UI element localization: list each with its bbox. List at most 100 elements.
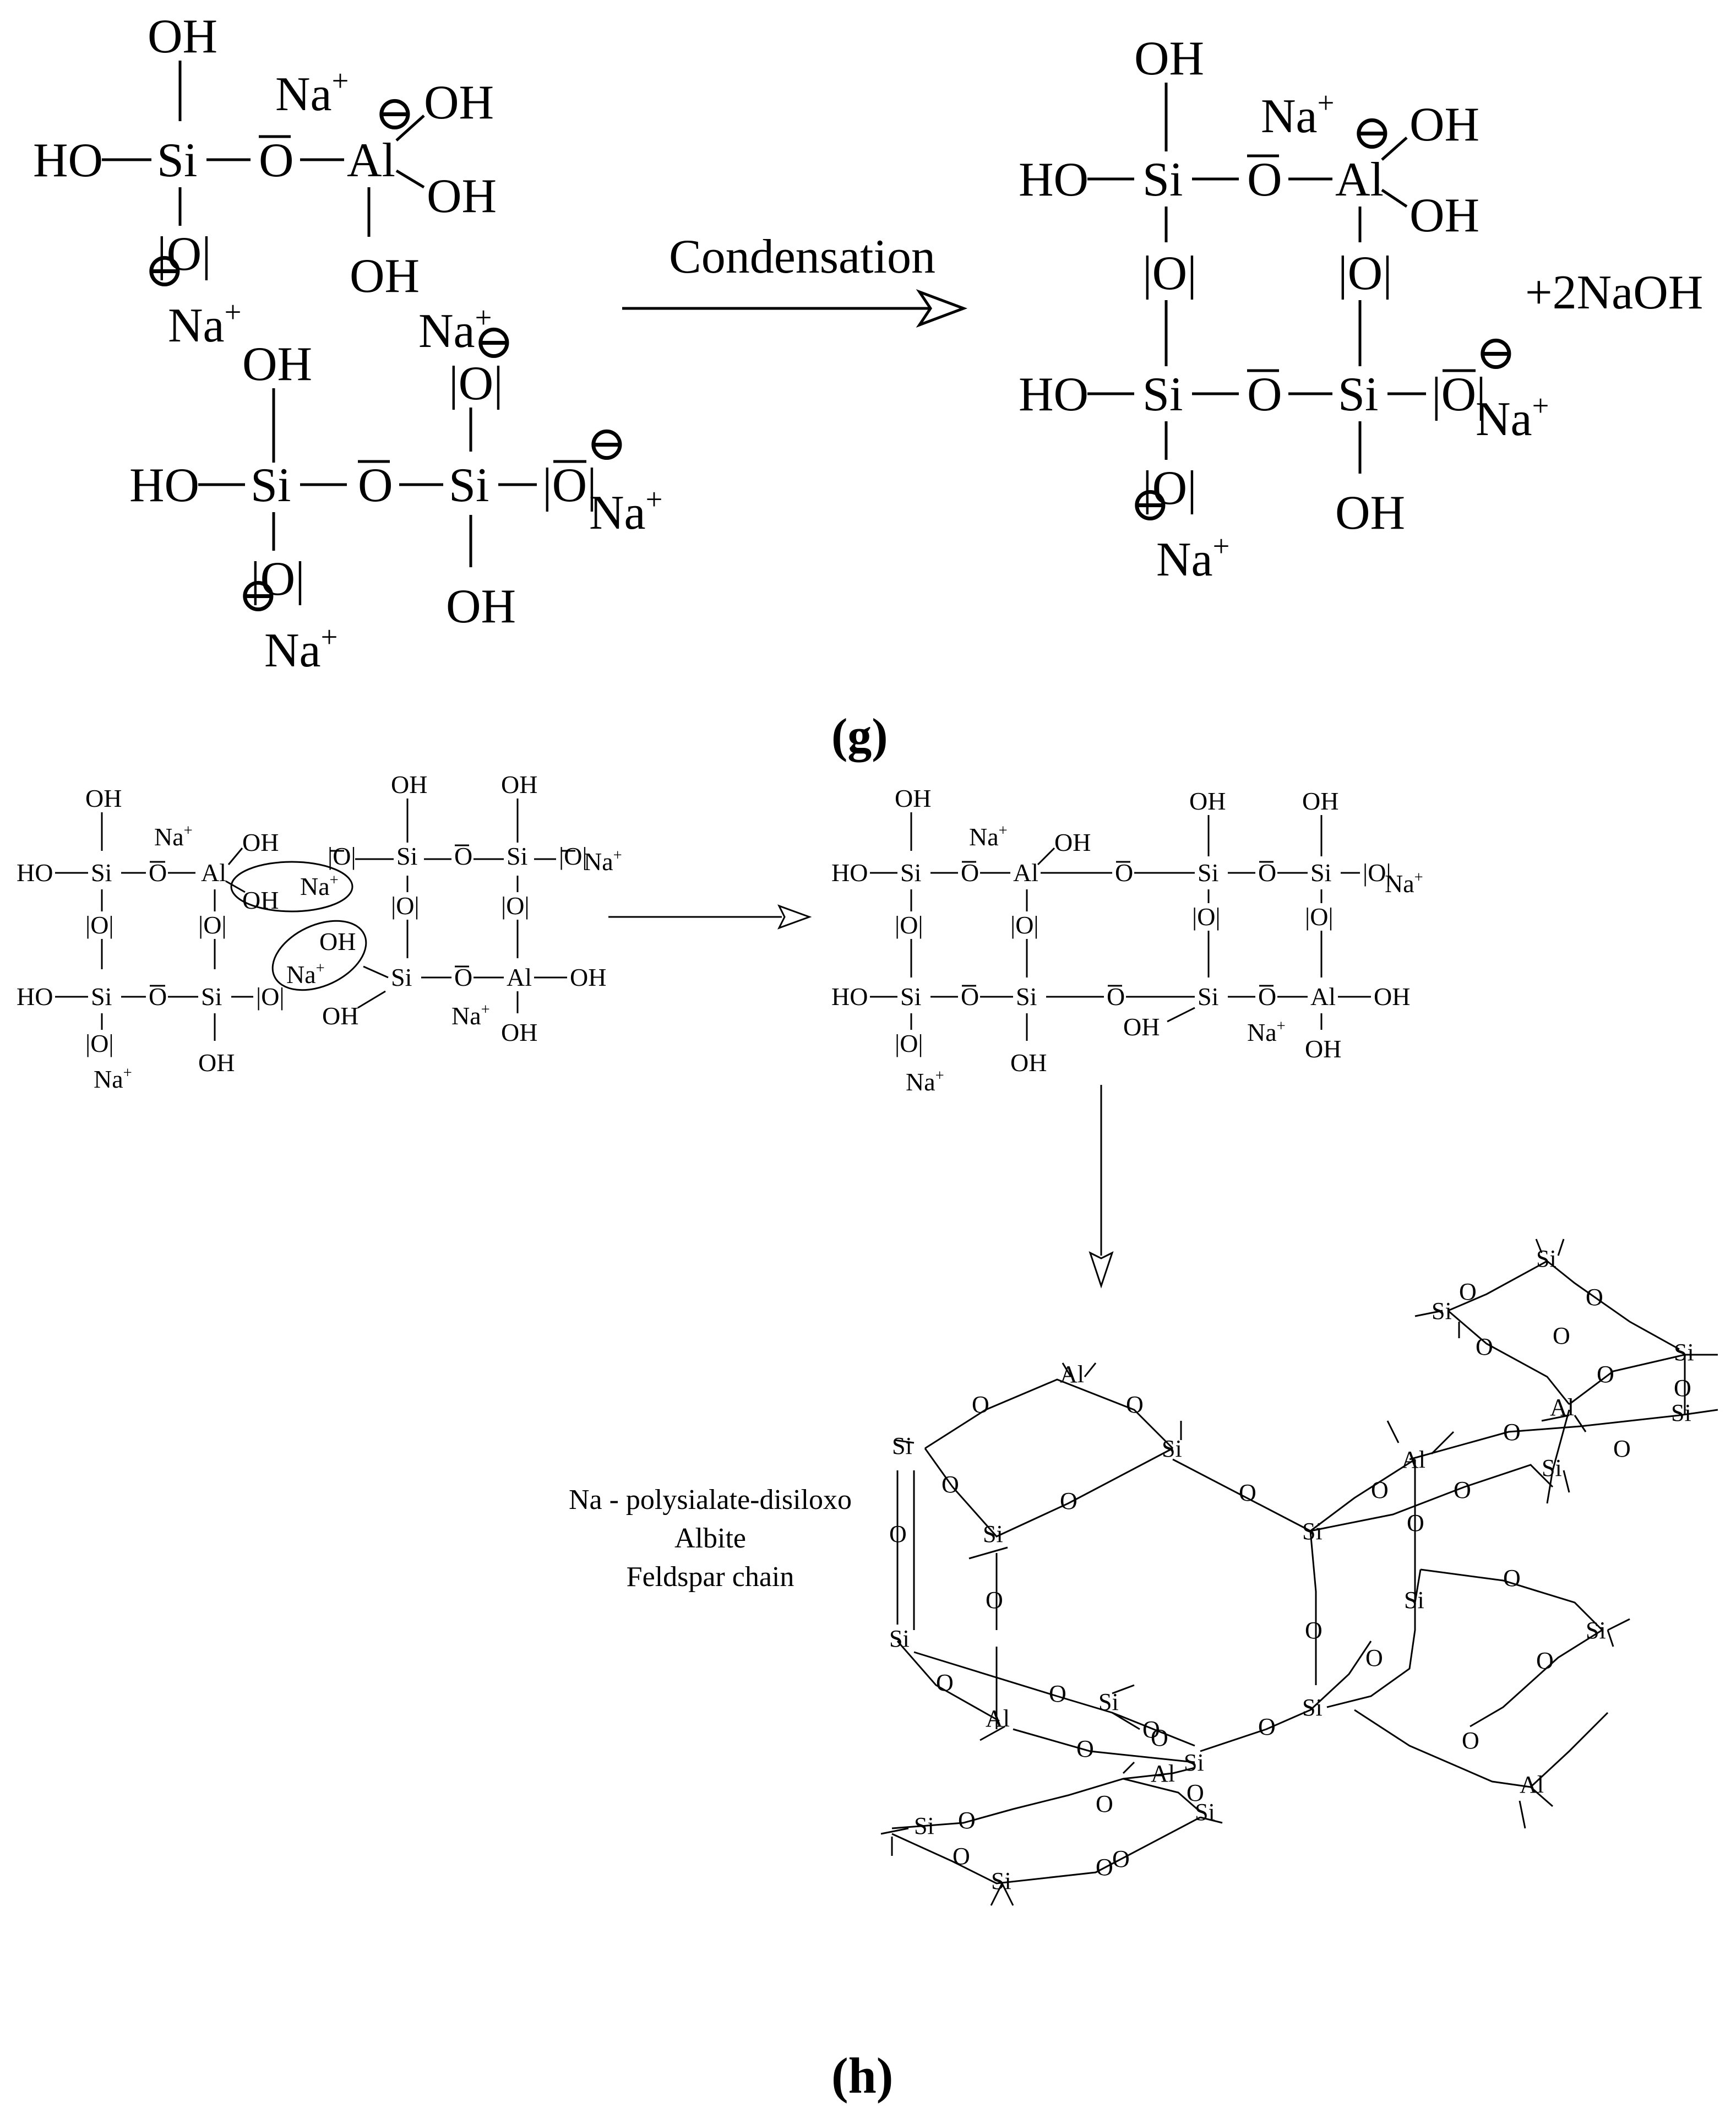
oh-label: OH xyxy=(895,784,931,812)
na-label: Na+ xyxy=(286,960,325,989)
o-label: O xyxy=(1049,1680,1066,1707)
o-label: O xyxy=(1597,1361,1614,1388)
condensation-arrow: Condensation xyxy=(622,230,968,328)
al-label: Al xyxy=(1060,1361,1084,1388)
oh-label: OH xyxy=(1134,32,1204,85)
o-label: O xyxy=(1115,859,1133,887)
o-ring-label: |O| xyxy=(256,982,285,1011)
charge-minus: ⊖ xyxy=(1352,106,1392,160)
oh-label: OH xyxy=(148,10,217,63)
o-label: O xyxy=(1371,1476,1389,1503)
charge-minus: ⊖ xyxy=(586,417,627,471)
h-down-arrow xyxy=(1089,1085,1114,1289)
ho-label: HO xyxy=(129,459,199,512)
oh-label: OH xyxy=(85,784,122,812)
oh-label: OH xyxy=(1410,189,1479,242)
o-ring-label: |O| xyxy=(1338,247,1392,300)
charge-minus: ⊖ xyxy=(144,244,185,297)
oh-label: OH xyxy=(1189,787,1226,815)
o-label: O xyxy=(1476,1333,1493,1360)
al-label: Al xyxy=(1550,1394,1574,1421)
si-label: Si xyxy=(1184,1749,1204,1776)
byproduct-label: +2NaOH xyxy=(1525,266,1703,319)
oh-label: OH xyxy=(198,1049,235,1077)
si-label: Si xyxy=(1142,368,1183,421)
o-ring-label: |O| xyxy=(542,459,597,512)
charge-minus: ⊖ xyxy=(238,569,279,622)
si-label: Si xyxy=(900,859,921,887)
o-label: O xyxy=(259,134,294,187)
si-label: Si xyxy=(900,982,921,1011)
o-label: O xyxy=(1187,1779,1204,1806)
o-label: O xyxy=(936,1669,954,1696)
na-label: Na+ xyxy=(1261,86,1334,143)
al-label: Al xyxy=(1335,153,1384,207)
ho-label: HO xyxy=(17,982,53,1011)
o-ring-label: |O| xyxy=(895,1029,923,1057)
o-ring-label: |O| xyxy=(1142,461,1197,515)
oh-label: OH xyxy=(501,770,537,799)
ho-label: HO xyxy=(17,859,53,887)
o-label: O xyxy=(972,1391,989,1418)
oh-label: OH xyxy=(1123,1013,1160,1041)
oh-label: OH xyxy=(1335,486,1405,540)
oh-label: OH xyxy=(427,170,497,223)
ho-label: HO xyxy=(831,982,868,1011)
o-ring-label: |O| xyxy=(85,911,114,939)
si-label: Si xyxy=(889,1625,910,1652)
o-label: O xyxy=(358,459,393,512)
na-label: Na+ xyxy=(584,847,622,876)
na-label: Na+ xyxy=(1385,869,1423,898)
o-ring-label: |O| xyxy=(1010,911,1039,939)
oh-label: OH xyxy=(1410,98,1479,151)
panel-h-reaction: OH HO Si O Al Na+ OH OH |O| Si OH O S xyxy=(17,770,1423,1289)
al-label: Al xyxy=(1520,1771,1544,1798)
h-reactant: OH HO Si O Al Na+ OH OH |O| Si OH O S xyxy=(17,770,622,1093)
o-ring-label: |O| xyxy=(251,552,305,606)
o-label: O xyxy=(942,1471,959,1498)
na-label: Na+ xyxy=(94,1065,132,1093)
o-ring-label: |O| xyxy=(391,892,420,920)
oh-label: OH xyxy=(319,927,356,955)
na-label: Na+ xyxy=(418,301,492,358)
si-label: Si xyxy=(1404,1587,1424,1614)
si-label: Si xyxy=(983,1520,1003,1547)
network-atoms: Si O Al O Si O Si O O O O Si O Al O Si O… xyxy=(889,1245,1694,1894)
o-label: O xyxy=(1060,1487,1077,1514)
al-label: Al xyxy=(1013,859,1038,887)
charge-minus: ⊖ xyxy=(474,316,514,369)
o-label: O xyxy=(1258,1713,1276,1740)
charge-minus: ⊖ xyxy=(1476,327,1516,380)
o-label: O xyxy=(454,963,472,991)
o-label: O xyxy=(1365,1644,1383,1671)
g-reactant-1: OH HO Si O Al ⊖ Na+ OH OH OH |O| ⊖ Na+ xyxy=(33,10,497,352)
o-label: O xyxy=(1247,153,1282,207)
panel-g: OH HO Si O Al ⊖ Na+ OH OH OH |O| ⊖ Na+ N… xyxy=(33,10,1703,763)
product-name-line: Na - polysialate-disiloxo xyxy=(569,1484,852,1516)
na-label: Na+ xyxy=(1247,1018,1286,1046)
na-label: Na+ xyxy=(969,822,1008,851)
o-label: O xyxy=(1305,1617,1323,1644)
o-ring-label: |O| xyxy=(1432,368,1486,421)
o-ring-label: |O| xyxy=(85,1029,114,1057)
o-ring-label: |O| xyxy=(1363,859,1391,887)
o-label: O xyxy=(1239,1479,1256,1506)
o-ring-label: |O| xyxy=(895,911,923,939)
o-label: O xyxy=(958,1807,976,1834)
ho-label: HO xyxy=(33,134,103,187)
o-label: O xyxy=(1107,982,1125,1011)
o-label: O xyxy=(1674,1375,1691,1402)
oh-label: OH xyxy=(501,1018,537,1046)
si-label: Si xyxy=(1542,1454,1562,1481)
si-label: Si xyxy=(201,982,222,1011)
oh-label: OH xyxy=(322,1002,358,1030)
o-label: O xyxy=(1247,368,1282,421)
ho-label: HO xyxy=(1019,368,1089,421)
o-ring-label: |O| xyxy=(157,227,211,281)
oh-label: OH xyxy=(570,963,606,991)
si-label: Si xyxy=(1586,1617,1606,1644)
si-label: Si xyxy=(1338,368,1378,421)
o-label: O xyxy=(1112,1845,1130,1872)
o-label: O xyxy=(1536,1647,1554,1674)
